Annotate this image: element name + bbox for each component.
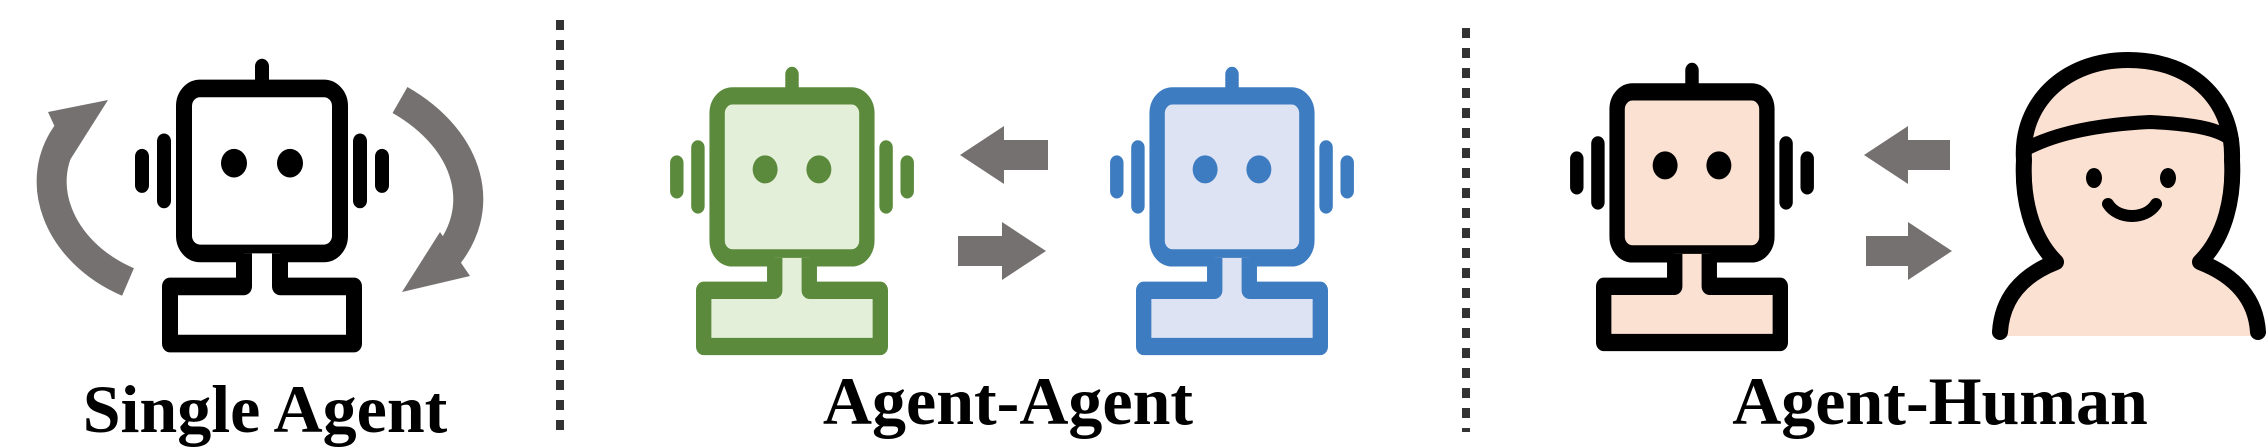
robot-icon [1570, 62, 1814, 352]
panel-label: Agent-Human [1732, 363, 2148, 439]
exchange-arrows-icon [958, 126, 1048, 280]
panel-agent-agent: Agent-Agent [670, 66, 1354, 439]
robot-icon [1110, 66, 1354, 356]
panel-single-agent: Single Agent [36, 58, 484, 447]
panel-label: Single Agent [83, 371, 448, 447]
panel-agent-human: Agent-Human [1570, 52, 2266, 439]
human-icon [1992, 52, 2266, 340]
robot-icon [135, 58, 389, 353]
exchange-arrows-icon [1864, 126, 1952, 280]
panel-label: Agent-Agent [823, 363, 1194, 439]
cycle-arrows-icon [36, 86, 484, 296]
robot-icon [670, 66, 914, 356]
